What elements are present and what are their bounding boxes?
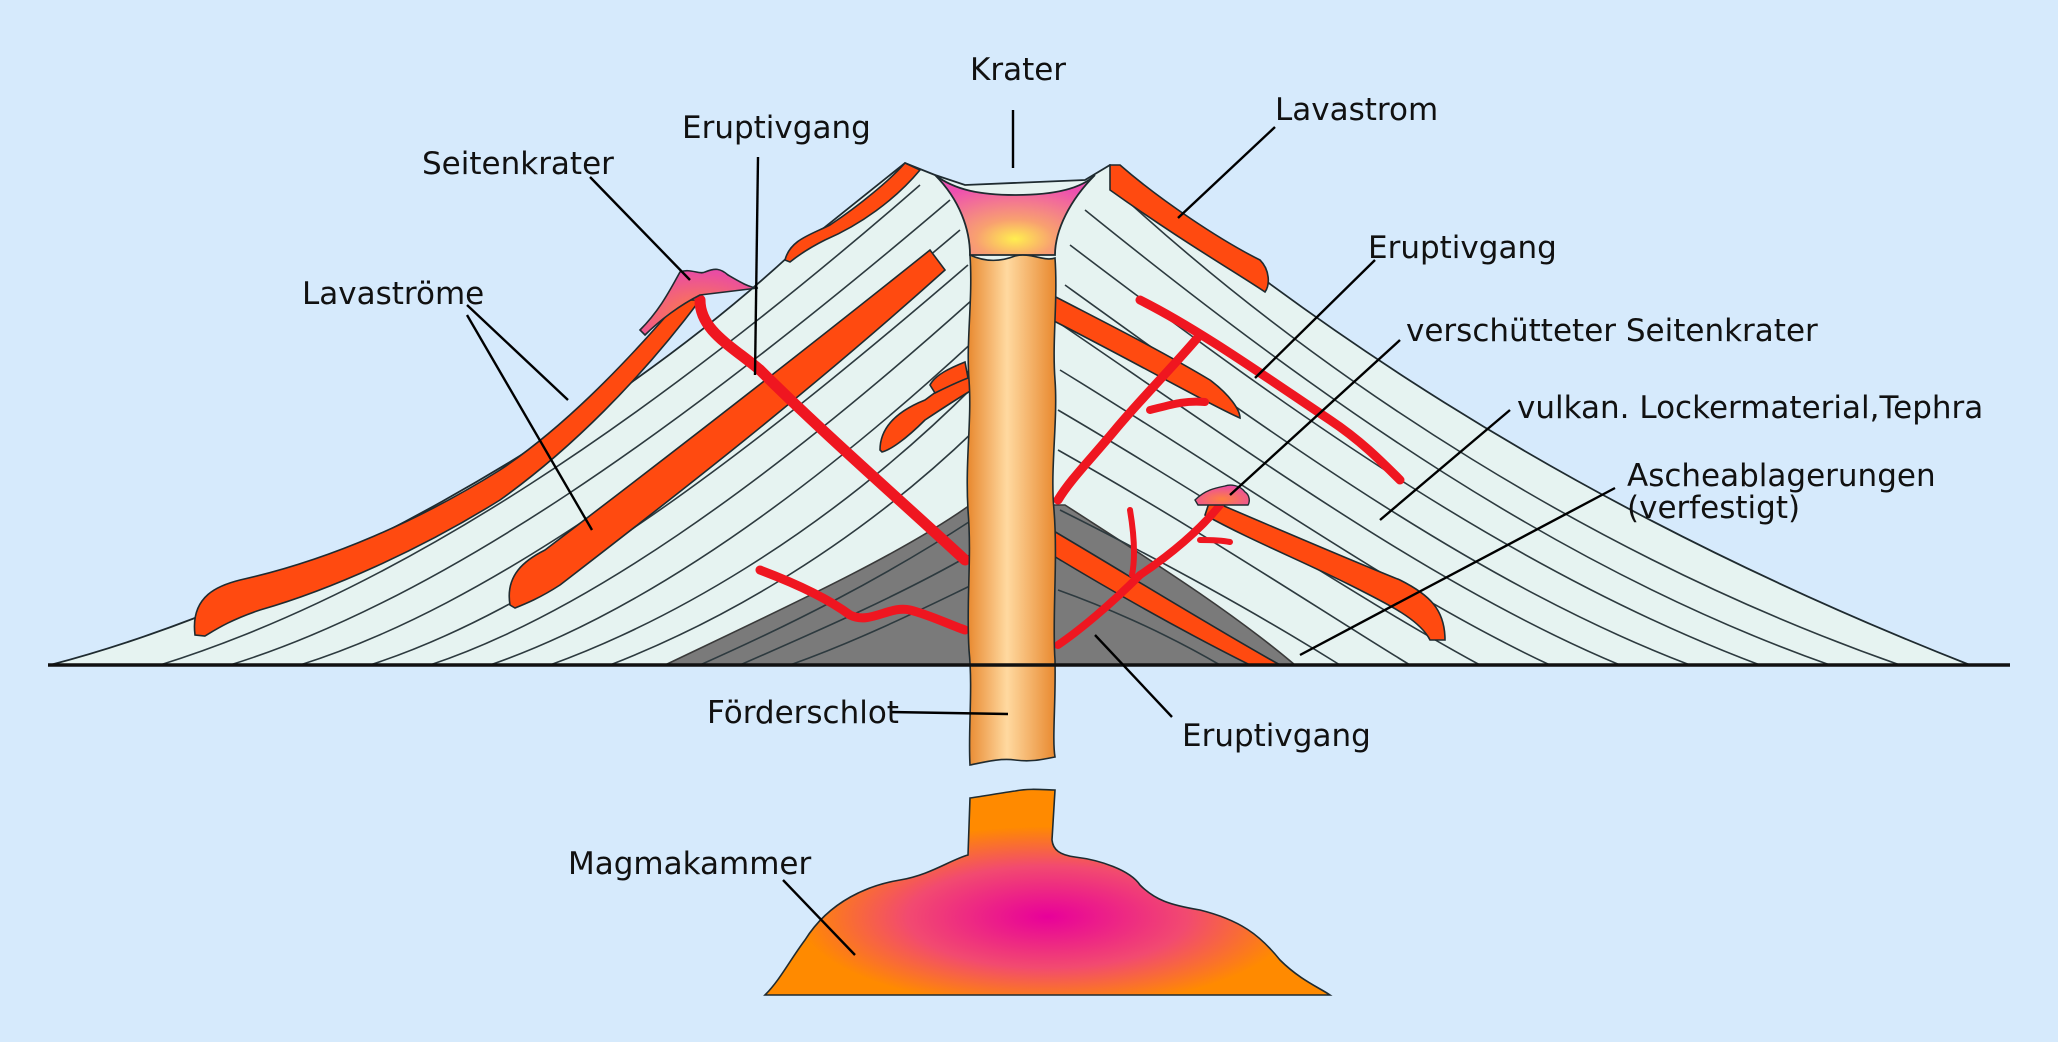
main-crater bbox=[934, 174, 1096, 256]
leader-lines bbox=[465, 110, 1616, 956]
lava-flow-left-small bbox=[929, 360, 969, 395]
lava-flow-right-1 bbox=[1051, 293, 1241, 420]
conduit bbox=[966, 253, 1057, 766]
side-crater bbox=[638, 268, 759, 337]
eruptive-dikes bbox=[694, 294, 1405, 649]
label-eruptivgang-right: Eruptivgang bbox=[1368, 230, 1557, 266]
lava-flow-top-right bbox=[1109, 164, 1270, 294]
label-eruptivgang-top: Eruptivgang bbox=[682, 110, 871, 146]
label-magmakammer: Magmakammer bbox=[568, 846, 811, 882]
strata-lines bbox=[159, 184, 1901, 666]
label-verschuetteter-seitenkrater: verschütteter Seitenkrater bbox=[1406, 313, 1818, 349]
label-seitenkrater: Seitenkrater bbox=[422, 146, 614, 182]
label-lavastrom: Lavastrom bbox=[1275, 92, 1438, 128]
lava-flow-mid-left bbox=[508, 248, 947, 609]
label-tephra: vulkan. Lockermaterial,Tephra bbox=[1517, 390, 1983, 426]
label-foerderschlot: Förderschlot bbox=[707, 695, 899, 731]
label-ascheablagerungen-sub: (verfestigt) bbox=[1627, 490, 1800, 526]
label-lavastroeme: Lavaströme bbox=[302, 276, 484, 312]
label-ascheablagerungen: Ascheablagerungen bbox=[1627, 458, 1936, 494]
label-krater: Krater bbox=[970, 52, 1066, 88]
lava-flow-top-left bbox=[784, 162, 922, 263]
label-eruptivgang-bottom: Eruptivgang bbox=[1182, 718, 1371, 754]
magma-chamber bbox=[763, 788, 1333, 996]
lava-flow-buried-crater bbox=[1204, 498, 1446, 641]
